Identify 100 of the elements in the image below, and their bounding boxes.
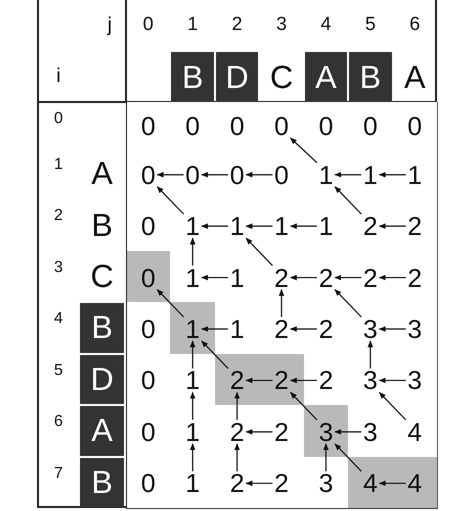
table-value: 0	[316, 114, 335, 138]
column-index: 0	[142, 13, 154, 37]
arrow	[156, 186, 184, 215]
row-index: 1	[53, 155, 64, 175]
arrow	[334, 274, 362, 280]
row-index: 6	[53, 412, 64, 432]
table-value: 4	[406, 471, 424, 496]
table-value: 1	[228, 317, 246, 341]
table-value: 0	[139, 471, 158, 496]
table-value: 3	[406, 368, 424, 392]
table-value: 3	[361, 317, 380, 341]
arrow	[378, 378, 406, 384]
table-value: 2	[272, 420, 290, 444]
table-value: 1	[184, 317, 202, 341]
arrow	[200, 326, 228, 332]
arrow	[378, 172, 406, 178]
table-value: 2	[272, 471, 290, 496]
sequence-letter: A	[403, 58, 426, 96]
column-index: 2	[230, 13, 244, 37]
table-value: 4	[406, 420, 424, 444]
table-value: 2	[272, 266, 290, 290]
sequence-letter: C	[89, 257, 115, 296]
table-value: 3	[361, 420, 380, 444]
arrow	[290, 392, 318, 420]
arrow	[378, 480, 406, 486]
column-index: 4	[320, 13, 332, 37]
table-value: 0	[228, 162, 246, 187]
table-value: 0	[272, 114, 290, 138]
table-value: 4	[361, 471, 380, 496]
row-index: 4	[53, 309, 64, 330]
table-value: 0	[139, 266, 158, 290]
arrow	[378, 223, 406, 229]
arrow	[190, 443, 196, 472]
table-value: 1	[361, 162, 380, 187]
arrow	[278, 288, 284, 317]
table-value: 0	[139, 420, 158, 444]
row-index: 3	[53, 258, 64, 278]
table-value: 0	[139, 214, 158, 238]
arrow	[200, 172, 228, 178]
table-value: 0	[139, 114, 158, 138]
arrow	[245, 223, 272, 229]
arrow	[234, 392, 240, 420]
arrow	[200, 223, 228, 229]
sequence-letter: B	[80, 458, 124, 507]
table-value: 2	[272, 368, 290, 392]
sequence-letter: A	[80, 406, 124, 456]
arrow	[368, 340, 374, 368]
table-value: 2	[228, 368, 246, 392]
row-index: 5	[53, 360, 64, 381]
table-value: 0	[272, 162, 290, 187]
table-value: 0	[139, 317, 158, 341]
arrow	[290, 138, 318, 164]
arrow	[334, 172, 362, 178]
arrow	[245, 378, 272, 384]
arrow	[334, 186, 362, 215]
sequence-letter: B	[90, 206, 114, 245]
table-value: 0	[361, 114, 380, 138]
arrow	[246, 238, 273, 266]
arrow	[190, 392, 196, 420]
arrow	[290, 326, 317, 332]
column-index: 1	[186, 13, 199, 37]
table-value: 2	[272, 317, 290, 341]
table-value: 2	[316, 266, 335, 290]
arrow	[234, 443, 240, 472]
table-value: 2	[228, 471, 246, 496]
sequence-letter: A	[90, 154, 114, 194]
arrow	[290, 223, 317, 229]
arrow	[245, 172, 272, 178]
sequence-letter: D	[216, 52, 258, 102]
arrow	[334, 289, 362, 318]
table-value: 1	[272, 214, 290, 238]
axis-label: j	[106, 12, 113, 38]
table-value: 3	[361, 368, 380, 392]
table-value: 1	[184, 368, 202, 392]
sequence-letter: D	[80, 354, 124, 404]
arrow	[378, 392, 406, 420]
table-value: 2	[361, 214, 380, 238]
arrow	[290, 274, 317, 280]
table-value: 1	[316, 162, 335, 187]
table-value: 0	[184, 162, 202, 187]
table-value: 0	[139, 368, 158, 392]
arrow	[201, 340, 228, 369]
row-index: 7	[53, 464, 64, 484]
arrow	[323, 443, 329, 472]
sequence-letter: B	[80, 303, 124, 353]
arrow	[378, 274, 406, 280]
table-value: 2	[316, 368, 335, 392]
table-value: 1	[316, 214, 335, 238]
table-value: 2	[406, 266, 424, 290]
arrow	[334, 443, 362, 472]
arrow	[245, 480, 272, 486]
row-index: 0	[53, 109, 64, 129]
arrow	[378, 326, 406, 332]
table-value: 1	[184, 471, 202, 496]
table-value: 1	[406, 162, 424, 187]
table-value: 0	[184, 114, 202, 138]
arrow	[200, 274, 228, 280]
table-value: 3	[316, 420, 335, 444]
table-value: 2	[316, 317, 335, 341]
sequence-letter: B	[171, 52, 214, 102]
